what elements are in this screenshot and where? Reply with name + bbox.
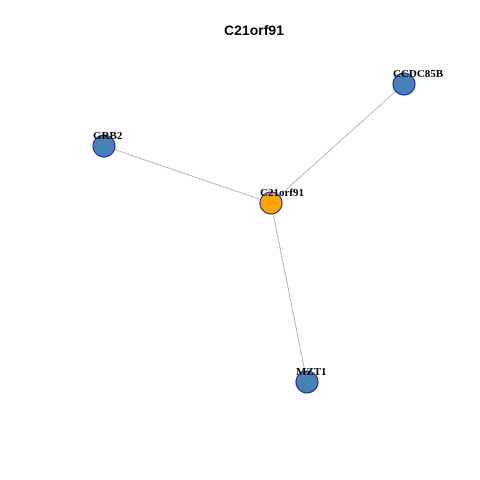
- node-label-c21orf91: C21orf91: [260, 187, 304, 199]
- node-label-mzt1: MZT1: [296, 366, 327, 378]
- node-label-ccdc85b: CCDC85B: [393, 68, 444, 80]
- edge-c21orf91-ccdc85b: [270, 83, 405, 204]
- node-label-grb2: GRB2: [93, 130, 123, 142]
- node-ccdc85b[interactable]: [392, 72, 416, 96]
- edges-layer: [103, 83, 405, 383]
- nodes-layer: [92, 72, 416, 394]
- edge-c21orf91-mzt1: [270, 202, 308, 383]
- node-grb2[interactable]: [92, 134, 116, 158]
- graph-title: C21orf91: [224, 22, 284, 38]
- edge-c21orf91-grb2: [103, 145, 272, 204]
- node-mzt1[interactable]: [295, 370, 319, 394]
- node-c21orf91[interactable]: [259, 191, 283, 215]
